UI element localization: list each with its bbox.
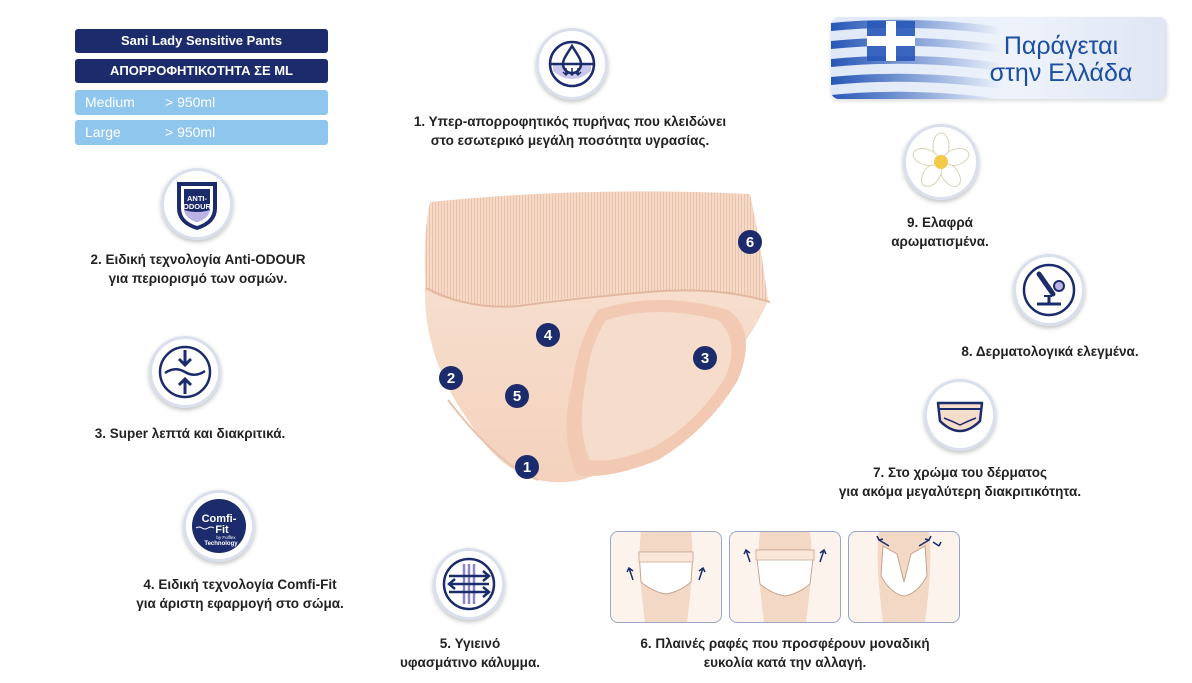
product-name: Sani Lady Sensitive Pants: [120, 33, 283, 48]
anti-odour-shield-icon: ANTI- ODOUR: [177, 182, 217, 230]
product-pants-illustration: [424, 191, 771, 483]
feature-3-text: 3. Super λεπτά και διακριτικά.: [40, 424, 340, 443]
scent-icon-circle: [903, 124, 979, 200]
comfi-fit-line-4: Technology: [204, 541, 238, 547]
feature-2-line-2: για περιορισμό των οσμών.: [108, 271, 288, 286]
side-seam-panel-2: [729, 531, 841, 623]
side-seam-panel-3: [848, 531, 960, 623]
fabric-weave-icon: [442, 557, 496, 611]
feature-6-line-1: 6. Πλαινές ραφές που προσφέρουν μοναδική: [640, 636, 930, 651]
feature-2-line-1: 2. Ειδική τεχνολογία Anti-ODOUR: [90, 252, 306, 267]
size-value: > 950ml: [165, 124, 216, 140]
absorbency-row-medium: Medium > 950ml: [75, 90, 328, 115]
marker-4: 4: [536, 323, 560, 347]
feature-7-line-1: 7. Στο χρώμα του δέρματος: [873, 465, 1047, 480]
comfi-fit-line-3: by Fulflex: [216, 535, 236, 540]
badge-line-2: στην Ελλάδα: [989, 59, 1133, 87]
comfi-fit-line-2: Fit: [215, 524, 229, 536]
absorbency-header: ΑΠΟΡΡΟΦΗΤΙΚΟΤΗΤΑ ΣΕ ML: [109, 63, 293, 78]
anti-odour-icon-circle: ANTI- ODOUR: [161, 168, 233, 240]
comfi-fit-logo-icon: Comfi- Fit by Fulflex Technology: [192, 499, 246, 553]
marker-5: 5: [505, 384, 529, 408]
product-name-bar: Sani Lady Sensitive Pants: [75, 29, 328, 53]
feature-6-text: 6. Πλαινές ραφές που προσφέρουν μοναδική…: [580, 634, 990, 672]
thin-icon-circle: [149, 336, 221, 408]
feature-2-text: 2. Ειδική τεχνολογία Anti-ODOUR για περι…: [40, 250, 356, 288]
feature-1-line-2: στο εσωτερικό μεγάλη ποσότητα υγρασίας.: [430, 133, 710, 148]
size-label: Large: [85, 124, 121, 140]
feature-1-text: 1. Υπερ-απορροφητικός πυρήνας που κλειδώ…: [360, 112, 780, 150]
absorbency-header-bar: ΑΠΟΡΡΟΦΗΤΙΚΟΤΗΤΑ ΣΕ ML: [75, 59, 328, 83]
marker-2-label: 2: [446, 369, 456, 387]
fabric-icon-circle: [433, 548, 505, 620]
made-in-greece-badge: Παράγεται στην Ελλάδα: [831, 17, 1167, 99]
marker-6-label: 6: [745, 233, 755, 251]
dermatology-icon-circle: [1013, 254, 1085, 326]
marker-1: 1: [515, 455, 539, 479]
feature-9-line-1: 9. Ελαφρά: [907, 215, 973, 230]
absorbency-row-large: Large > 950ml: [75, 120, 328, 145]
water-drop-icon: [548, 40, 596, 88]
greek-flag-icon: [831, 19, 1001, 99]
side-seam-panel-1: [610, 531, 722, 623]
thin-arrows-icon: [158, 345, 212, 399]
underwear-icon: [936, 401, 984, 433]
feature-9-line-2: αρωματισμένα.: [891, 234, 989, 249]
feature-7-text: 7. Στο χρώμα του δέρματος για ακόμα μεγα…: [790, 463, 1130, 501]
marker-4-label: 4: [543, 326, 553, 344]
anti-odour-line-1: ANTI-: [187, 194, 207, 203]
absorbent-core-icon-circle: [536, 28, 608, 100]
feature-8-line-1: 8. Δερματολογικά ελεγμένα.: [961, 344, 1139, 359]
marker-5-label: 5: [512, 387, 522, 405]
flower-icon: [912, 132, 970, 187]
badge-line-1: Παράγεται: [1003, 32, 1119, 60]
marker-3-label: 3: [700, 349, 710, 367]
size-value: > 950ml: [165, 94, 216, 110]
feature-3-line-1: 3. Super λεπτά και διακριτικά.: [94, 426, 286, 441]
feature-5-line-1: 5. Υγιεινό: [439, 636, 501, 651]
pants-tear-seams-icon: [876, 532, 942, 622]
size-label: Medium: [85, 94, 135, 110]
feature-1-line-1: 1. Υπερ-απορροφητικός πυρήνας που κλειδώ…: [413, 114, 727, 129]
marker-3: 3: [693, 346, 717, 370]
feature-4-text: 4. Ειδική τεχνολογία Comfi-Fit για άριστ…: [70, 575, 410, 613]
feature-7-line-2: για ακόμα μεγαλύτερη διακριτικότητα.: [838, 484, 1082, 499]
badge-text: Παράγεται στην Ελλάδα: [961, 33, 1161, 87]
microscope-icon: [1022, 263, 1076, 317]
pants-pulled-icon: [743, 532, 827, 622]
comfi-fit-line-1: Comfi-: [202, 513, 237, 525]
feature-4-line-1: 4. Ειδική τεχνολογία Comfi-Fit: [143, 577, 337, 592]
feature-9-text: 9. Ελαφρά αρωματισμένα.: [850, 213, 1030, 251]
marker-6: 6: [738, 230, 762, 254]
marker-1-label: 1: [522, 458, 532, 476]
feature-5-line-2: υφασμάτινο κάλυμμα.: [400, 655, 540, 670]
feature-5-text: 5. Υγιεινό υφασμάτινο κάλυμμα.: [360, 634, 580, 672]
marker-2: 2: [439, 366, 463, 390]
comfi-fit-icon-circle: Comfi- Fit by Fulflex Technology: [183, 490, 255, 562]
feature-4-line-2: για άριστη εφαρμογή στο σώμα.: [136, 596, 344, 611]
feature-8-text: 8. Δερματολογικά ελεγμένα.: [930, 342, 1170, 361]
skin-color-icon-circle: [924, 379, 996, 451]
feature-6-line-2: ευκολία κατά την αλλαγή.: [703, 655, 867, 670]
anti-odour-line-2: ODOUR: [183, 202, 212, 211]
pants-on-body-icon: [626, 532, 706, 622]
